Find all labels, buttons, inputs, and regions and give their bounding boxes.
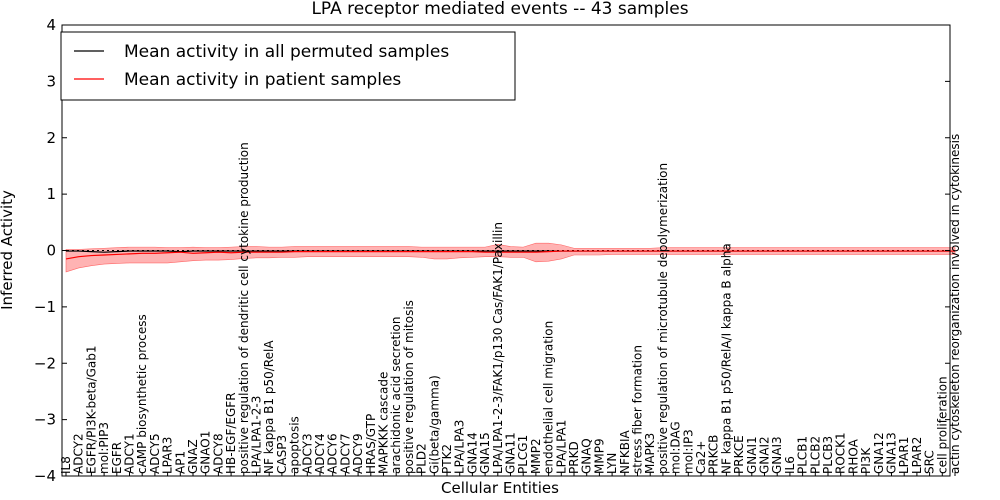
x-tick-label: NFKBIA <box>618 429 632 474</box>
x-tick-label: ADCY1 <box>123 433 137 474</box>
x-tick-label: HRAS/GTP <box>364 414 378 474</box>
x-tick-label: GNAQ <box>580 438 594 474</box>
x-tick-label: mol:IP3 <box>681 429 695 474</box>
x-tick-label: GNAI1 <box>745 436 759 474</box>
x-tick-label: RHOA <box>846 438 860 474</box>
x-tick-label: LPAR3 <box>161 437 175 474</box>
x-tick-label: ADCY5 <box>148 433 162 474</box>
x-tick-label: GNAI2 <box>758 436 772 474</box>
x-tick-label: ROCK1 <box>834 432 848 474</box>
y-tick-label: 3 <box>46 72 56 90</box>
y-axis-label: Inferred Activity <box>0 190 16 310</box>
y-tick-label: 0 <box>46 242 56 260</box>
x-tick-label: GNA13 <box>885 432 899 474</box>
x-tick-label: positive regulation of microtubule depol… <box>656 163 670 474</box>
x-tick-label: MMP9 <box>592 438 606 474</box>
y-tick-labels: −4 −3 −2 −1 0 1 2 3 4 <box>34 16 950 485</box>
x-tick-label: ADCY9 <box>351 433 365 474</box>
y-tick-label: 1 <box>46 185 56 203</box>
x-tick-label: cell proliferation <box>935 376 949 474</box>
x-tick-label: GNA15 <box>478 432 492 474</box>
x-tick-label: PLCG1 <box>516 435 530 474</box>
x-tick-label: arachidonic acid secretion <box>389 317 403 474</box>
x-tick-label: PRKCB <box>707 435 721 474</box>
x-tick-label: actin cytoskeleton reorganization involv… <box>948 134 962 474</box>
x-tick-label: GNAI3 <box>770 436 784 474</box>
x-tick-label: MMP2 <box>529 438 543 474</box>
x-tick-label: ADCY7 <box>338 433 352 474</box>
x-tick-label: ADCY3 <box>300 433 314 474</box>
x-tick-label: AP1 <box>173 451 187 474</box>
x-tick-label: positive regulation of dendritic cell cy… <box>237 142 251 474</box>
x-tick-label: LPAR1 <box>897 437 911 474</box>
x-tick-label: ADCY8 <box>211 433 225 474</box>
legend: Mean activity in all permuted samples Me… <box>60 31 516 101</box>
chart-title: LPA receptor mediated events -- 43 sampl… <box>311 0 688 19</box>
x-tick-label: LPAR2 <box>910 437 924 474</box>
x-tick-label: positive regulation of mitosis <box>402 300 416 474</box>
x-tick-label: CASP3 <box>275 435 289 474</box>
x-tick-label: PLCB1 <box>796 436 810 474</box>
x-tick-label: PLCB2 <box>808 436 822 474</box>
x-tick-label: ADCY2 <box>72 433 86 474</box>
x-tick-label: LPA/LPA3 <box>453 420 467 474</box>
x-tick-label: LPA/LPA1-2-3/FAK1/p130 Cas/FAK1/Paxillin <box>491 222 505 474</box>
x-tick-label: GNA14 <box>465 432 479 474</box>
legend-label-patient: Mean activity in patient samples <box>124 70 401 90</box>
x-tick-label: GNAO1 <box>199 431 213 474</box>
x-tick-label: HB-EGF/EGFR <box>224 392 238 474</box>
x-tick-label: Gi(beta/gamma) <box>427 375 441 474</box>
patient-mean-line <box>65 250 955 260</box>
x-tick-label: PLD2 <box>415 443 429 474</box>
x-tick-label: MAPK3 <box>643 433 657 474</box>
x-tick-label: EGFR <box>110 442 124 474</box>
x-tick-label: mol:PIP3 <box>97 422 111 474</box>
x-tick-label: PI3K <box>859 447 873 474</box>
x-tick-label: GNA11 <box>504 432 518 474</box>
y-tick-label: −4 <box>34 467 56 485</box>
x-tick-labels: IL8ADCY2EGFR/PI3K-beta/Gab1mol:PIP3EGFRA… <box>59 134 962 476</box>
x-tick-label: EGFR/PI3K-beta/Gab1 <box>84 345 98 474</box>
x-tick-label: IL6 <box>783 456 797 474</box>
x-tick-label: MAPKKK cascade <box>377 372 391 474</box>
x-tick-label: SRC <box>923 450 937 474</box>
x-tick-label: LYN <box>605 453 619 474</box>
y-tick-label: 2 <box>46 129 56 147</box>
x-tick-label: cAMP biosynthetic process <box>135 314 149 474</box>
x-tick-label: PLCB3 <box>821 436 835 474</box>
x-tick-label: NF kappa B1 p50/RelA <box>262 340 276 474</box>
confidence-band <box>65 242 956 273</box>
y-tick-label: −1 <box>34 298 56 316</box>
x-tick-label: mol:DAG <box>669 421 683 474</box>
x-axis-label: Cellular Entities <box>441 479 559 497</box>
x-tick-label: GNAZ <box>186 439 200 474</box>
legend-box <box>60 31 516 101</box>
x-tick-label: NF kappa B1 p50/RelA/I kappa B alpha <box>719 243 733 474</box>
x-tick-label: GNA12 <box>872 432 886 474</box>
x-tick-label: apoptosis <box>288 416 302 474</box>
x-tick-label: LPA/LPA1 <box>554 420 568 474</box>
legend-label-permuted: Mean activity in all permuted samples <box>124 42 449 62</box>
y-tick-label: 4 <box>46 16 56 34</box>
x-tick-label: ADCY6 <box>326 433 340 474</box>
y-tick-label: −2 <box>34 354 56 372</box>
x-tick-label: Ca2+ <box>694 441 708 474</box>
y-tick-label: −3 <box>34 411 56 429</box>
x-tick-label: LPA/LPA1-2-3 <box>250 396 264 474</box>
x-tick-label: stress fiber formation <box>631 345 645 474</box>
x-tick-label: ADCY4 <box>313 433 327 474</box>
x-tick-label: endothelial cell migration <box>542 321 556 474</box>
x-tick-label: PRKCE <box>732 435 746 474</box>
plot-area <box>62 242 956 273</box>
x-tick-label: PTK2 <box>440 444 454 474</box>
plot-frame <box>61 24 951 477</box>
x-tick-label: PRKD <box>567 441 581 474</box>
